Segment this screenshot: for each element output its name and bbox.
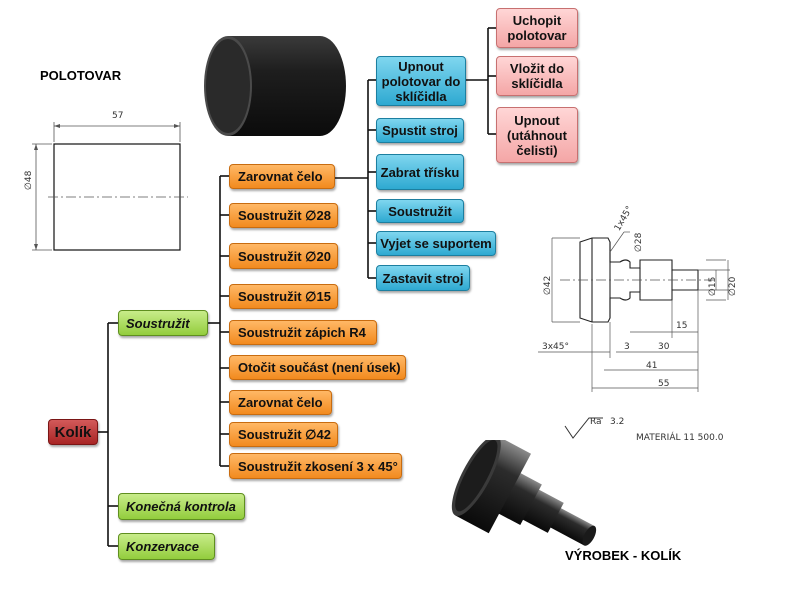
len-3-dim: 3 xyxy=(624,342,630,352)
tree-root-kolik: Kolík xyxy=(48,419,98,445)
substep-vlozit: Vložit do sklíčidla xyxy=(496,56,578,96)
step-upnout-polotovar: Upnout polotovar do sklíčidla xyxy=(376,56,466,106)
substep-upnout: Upnout (utáhnout čelisti) xyxy=(496,107,578,163)
len-30-dim: 30 xyxy=(658,342,670,352)
dia-20-dim: ∅20 xyxy=(728,276,738,296)
op-soustruzit-42: Soustružit ∅42 xyxy=(229,422,338,447)
blank-diameter-dim: ∅48 xyxy=(24,170,34,190)
step-soustruzit: Soustružit xyxy=(376,199,464,223)
blank-length-dim: 57 xyxy=(112,111,124,121)
part-drawing xyxy=(538,231,730,392)
roughness-value: 3.2 xyxy=(610,417,625,427)
product-part-image xyxy=(451,440,597,546)
blank-title: POLOTOVAR xyxy=(40,68,122,83)
len-55-dim: 55 xyxy=(658,379,670,389)
step-vyjet-suportem: Vyjet se suportem xyxy=(376,231,496,256)
op-zarovnat-celo-2: Zarovnat čelo xyxy=(229,390,332,415)
chamfer-left-dim: 3x45° xyxy=(542,342,570,352)
op-soustruzit-28: Soustružit ∅28 xyxy=(229,203,338,228)
op-soustruzit-15: Soustružit ∅15 xyxy=(229,284,338,309)
blank-drawing xyxy=(32,122,188,251)
step-spustit-stroj: Spustit stroj xyxy=(376,118,464,143)
op-soustruzit-zkoseni: Soustružit zkosení 3 x 45° xyxy=(229,453,402,479)
roughness-label: Ra xyxy=(590,417,602,427)
dia-15-dim: ∅15 xyxy=(708,276,718,296)
level1-konzervace: Konzervace xyxy=(118,533,215,560)
op-zarovnat-celo-1: Zarovnat čelo xyxy=(229,164,335,189)
dia-28-dim: ∅28 xyxy=(634,232,644,252)
op-soustruzit-zapich: Soustružit zápich R4 xyxy=(229,320,377,345)
op-otocit-soucast: Otočit součást (není úsek) xyxy=(229,355,406,380)
len-15-dim: 15 xyxy=(676,321,688,331)
step-zabrat-trisku: Zabrat třísku xyxy=(376,154,464,190)
level1-soustruzit: Soustružit xyxy=(118,310,208,336)
op-soustruzit-20: Soustružit ∅20 xyxy=(229,243,338,269)
roughness-symbol xyxy=(564,417,603,439)
product-title: VÝROBEK - KOLÍK xyxy=(565,548,682,563)
len-41-dim: 41 xyxy=(646,361,658,371)
level1-konecna-kontrola: Konečná kontrola xyxy=(118,493,245,520)
material-label: MATERIÁL 11 500.0 xyxy=(636,433,724,443)
blank-cylinder-image xyxy=(204,36,346,136)
step-zastavit-stroj: Zastavit stroj xyxy=(376,265,470,291)
substep-uchopit: Uchopit polotovar xyxy=(496,8,578,48)
dia-42-dim: ∅42 xyxy=(543,275,553,295)
